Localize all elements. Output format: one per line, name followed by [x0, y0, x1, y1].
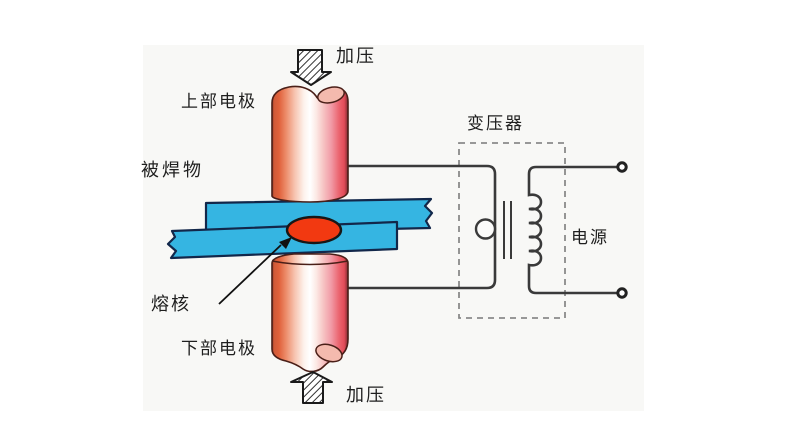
terminal-bottom-icon [616, 287, 628, 299]
nugget-label: 熔核 [151, 294, 191, 315]
transformer-label: 变压器 [467, 114, 524, 134]
upper-electrode-notch [317, 86, 345, 104]
lower-electrode-shape [271, 253, 349, 373]
pressure-top-label: 加压 [336, 46, 376, 67]
workpiece-label: 被焊物 [141, 160, 204, 181]
secondary-coil-wire [527, 165, 622, 295]
pressure-down-arrow-icon [290, 49, 332, 86]
pressure-up-arrow-icon [290, 371, 333, 404]
power-source-label: 电源 [571, 228, 609, 248]
transformer-dashed-box [458, 142, 566, 319]
terminal-top-icon [616, 161, 628, 173]
upper-electrode-shape [271, 85, 349, 203]
upper-electrode-label: 上部电极 [181, 92, 257, 112]
primary-loop-circle [474, 218, 497, 240]
lower-electrode-notch [315, 343, 343, 363]
lower-plate [166, 220, 399, 260]
lower-electrode-label: 下部电极 [181, 339, 257, 359]
pressure-bottom-label: 加压 [346, 385, 386, 406]
weld-nugget [285, 215, 343, 245]
lower-electrode-cap-line [271, 260, 349, 266]
nugget-leader-arrow-icon [218, 237, 292, 305]
